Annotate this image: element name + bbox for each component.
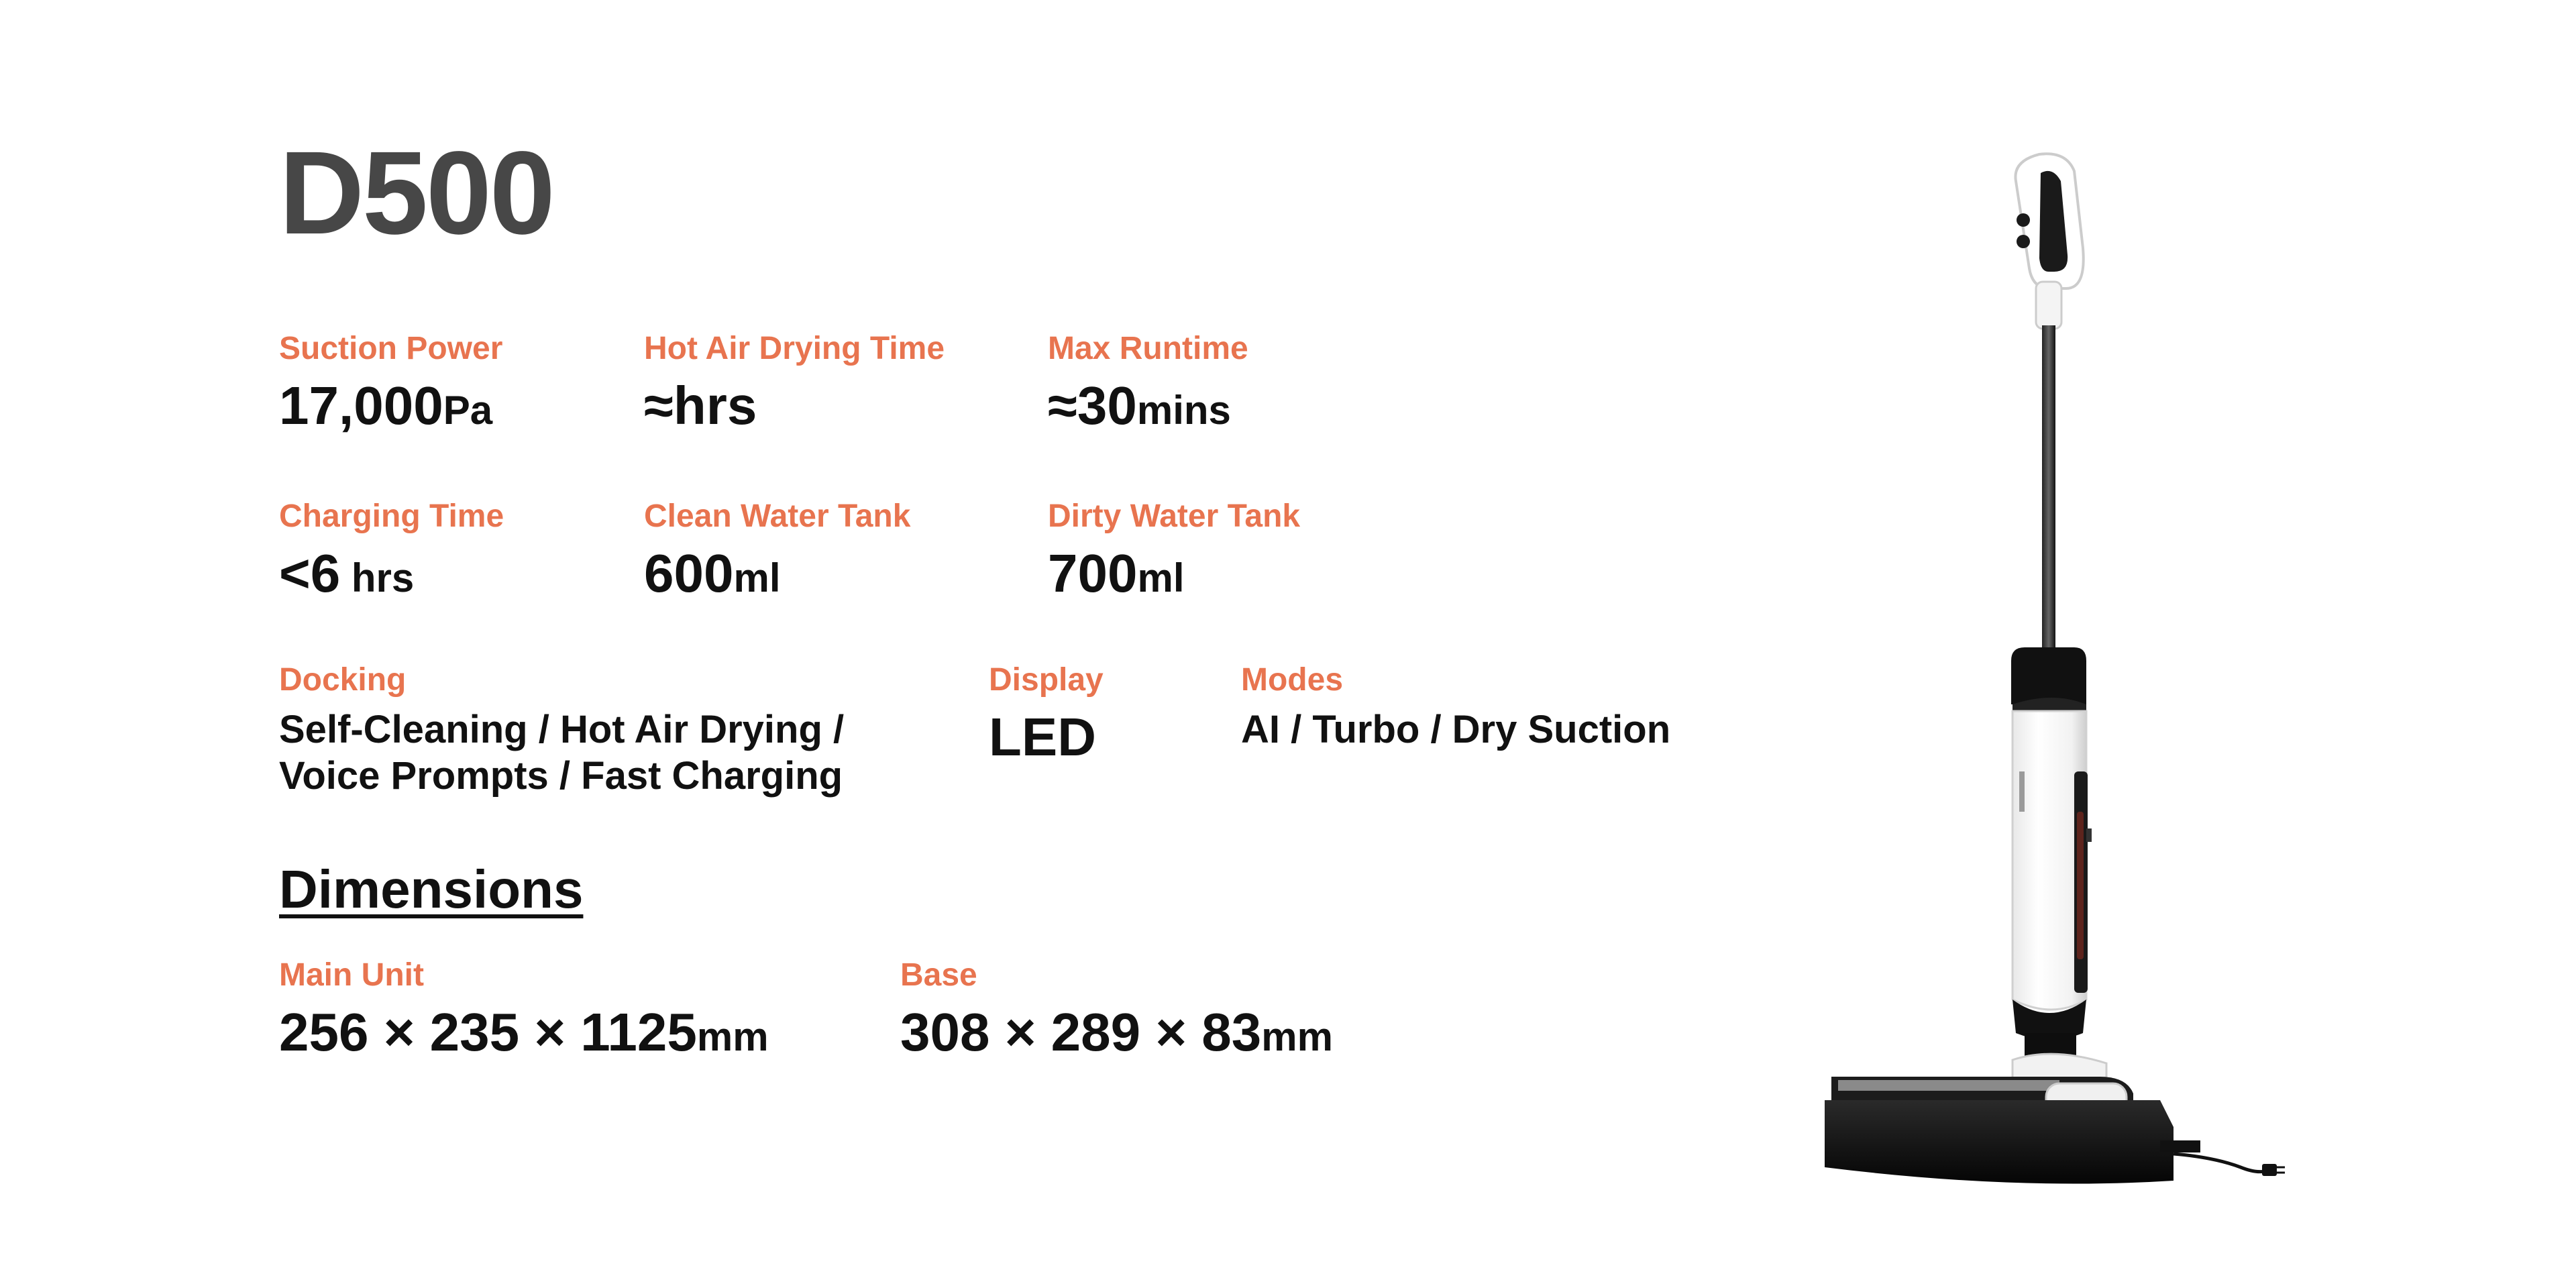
- spec-label: Clean Water Tank: [644, 498, 911, 534]
- spec-number: 256 × 235 × 1125: [279, 1002, 697, 1062]
- spec-value: <6 hrs: [279, 543, 504, 603]
- spec-label: Hot Air Drying Time: [644, 331, 945, 366]
- spec-value: LED: [989, 706, 1096, 767]
- spec-value: 600ml: [644, 543, 910, 603]
- spec-docking-line-2: Voice Prompts / Fast Charging: [279, 754, 843, 798]
- handle-group: [2014, 152, 2085, 330]
- vacuum-product-image: [1825, 152, 2285, 1184]
- spec-label: Suction Power: [279, 331, 503, 366]
- spec-value: ≈30mins: [1048, 376, 1248, 435]
- spec-display: Display LED: [989, 662, 1104, 767]
- spec-suction-power: Suction Power 17,000Pa: [279, 331, 502, 435]
- dimension-base: Base 308 × 289 × 83mm: [900, 957, 1333, 1062]
- spec-modes: Modes AI / Turbo / Dry Suction: [1241, 662, 1671, 753]
- spec-number: 17,000: [279, 375, 443, 435]
- spec-number: 308 × 289 × 83: [900, 1002, 1262, 1062]
- spec-label: Main Unit: [279, 957, 424, 993]
- spec-clean-water-tank: Clean Water Tank 600ml: [644, 498, 911, 603]
- spec-hot-air-drying-time: Hot Air Drying Time ≈hrs: [644, 331, 945, 435]
- spec-value: 308 × 289 × 83mm: [900, 1002, 1333, 1062]
- spec-label: Display: [989, 662, 1104, 698]
- spec-number: 600: [644, 543, 734, 603]
- spec-dirty-water-tank: Dirty Water Tank 700ml: [1048, 498, 1301, 603]
- spec-unit: mm: [1261, 1014, 1333, 1059]
- spec-label: Docking: [279, 662, 407, 698]
- spec-label: Dirty Water Tank: [1048, 498, 1301, 534]
- spec-max-runtime: Max Runtime ≈30mins: [1048, 331, 1248, 435]
- spec-label: Max Runtime: [1048, 331, 1248, 366]
- dimensions-title: Dimensions: [279, 859, 584, 919]
- spec-unit: Pa: [443, 387, 493, 433]
- spec-number: ≈30: [1048, 375, 1137, 435]
- spec-value: 700ml: [1048, 543, 1300, 603]
- spec-unit: ml: [1137, 555, 1185, 600]
- spec-label: Modes: [1241, 662, 1344, 698]
- spec-unit: mm: [696, 1014, 769, 1059]
- spec-docking: Docking Self-Cleaning / Hot Air Drying /…: [279, 662, 845, 800]
- spec-value: ≈hrs: [644, 376, 945, 435]
- spec-label: Base: [900, 957, 977, 993]
- spec-label: Charging Time: [279, 498, 504, 534]
- spec-number: 700: [1048, 543, 1138, 603]
- spec-value: 17,000Pa: [279, 376, 502, 435]
- spec-number: <6: [279, 543, 341, 603]
- dimension-main-unit: Main Unit 256 × 235 × 1125mm: [279, 957, 769, 1062]
- spec-value: 256 × 235 × 1125mm: [279, 1002, 769, 1062]
- spec-value: AI / Turbo / Dry Suction: [1241, 707, 1671, 751]
- spec-unit: ml: [733, 555, 781, 600]
- product-title: D500: [279, 127, 555, 259]
- spec-charging-time: Charging Time <6 hrs: [279, 498, 504, 603]
- spec-docking-line-1: Self-Cleaning / Hot Air Drying /: [279, 707, 845, 751]
- spec-unit: mins: [1136, 387, 1231, 433]
- spec-number: ≈hrs: [644, 375, 757, 435]
- spec-unit: hrs: [340, 555, 415, 600]
